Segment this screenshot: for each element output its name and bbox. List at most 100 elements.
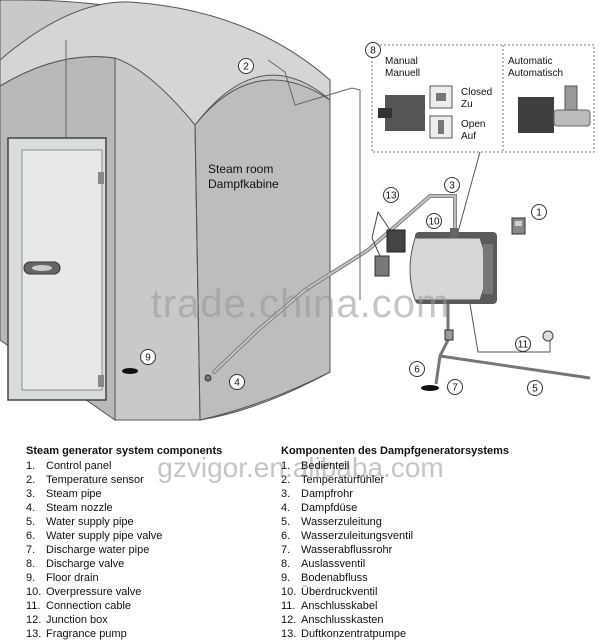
legend-german-item-number: 2. [281,474,291,486]
legend-german-item: 7.Wasserabflussrohr [281,543,581,557]
callout-3: 3 [444,177,460,193]
callout-circle [531,204,547,220]
legend-english-item: 10.Overpressure valve [26,585,276,599]
generator-grille [483,244,493,294]
legend-german-item: 4.Dampfdüse [281,501,581,515]
inset-manuell-label: Manuell [385,68,420,79]
inset-leader [457,151,481,233]
room-label-en: Steam room [208,162,273,176]
legend-english-item-label: Temperature sensor [46,474,144,486]
legend-english-item-number: 8. [26,558,36,570]
callout-number: 13 [385,191,397,202]
legend-english-item-number: 5. [26,516,36,528]
legend-german-item: 6.Wasserzuleitungsventil [281,529,581,543]
legend-german-item-label: Überdruckventil [301,586,378,598]
callout-7: 7 [447,379,463,395]
legend-german-item-label: Temperaturfühler [301,474,385,486]
legend-german-item-label: Wasserzuleitung [301,516,382,528]
legend-german-item-label: Bedienteil [301,460,350,472]
legend-german-item-number: 6. [281,530,291,542]
callout-2: 2 [238,58,254,74]
discharge-valve-body [444,329,454,341]
door-handle-grip [32,265,52,271]
control-panel-screen [515,221,522,226]
legend-german-item-number: 8. [281,558,291,570]
legend-german-item-number: 9. [281,572,291,584]
legend-english-item-number: 1. [26,460,36,472]
legend-german-item: 13. Duftkonzentratpumpe [281,627,581,641]
legend-english-item-number: 9. [26,572,36,584]
steam-nozzle [204,374,212,382]
sensor-cable [267,59,361,300]
callout-number: 8 [370,46,376,57]
callout-10: 10 [426,213,442,229]
callout-circle [383,187,399,203]
legend-german-item-number: 7. [281,544,291,556]
steam-generator-cover [409,237,487,301]
inset-zu-label: Zu [461,99,473,110]
callout-circle [527,380,543,396]
legend-german-item-number: 12. [281,614,297,626]
legend-english-item-number: 12. [26,614,42,626]
callout-circle [447,379,463,395]
legend-german-item: 5.Wasserzuleitung [281,515,581,529]
automatic-valve-top [564,85,578,111]
legend-german: Komponenten des Dampfgeneratorsystems 1.… [281,444,581,641]
legend-german-item: 10. Überdruckventil [281,585,581,599]
automatic-valve-pipe [553,109,591,127]
legend-german-item-number: 1. [281,460,291,472]
legend-english-item-label: Steam nozzle [46,502,113,514]
legend-english-item-number: 3. [26,488,36,500]
legend-german-item-label: Dampfrohr [301,488,353,500]
floor-drain-outside [421,385,439,391]
inset-automatic-label: Automatic [508,56,552,67]
callout-number: 5 [532,384,538,395]
steam-pipe-highlight [213,195,456,373]
legend-english-item: 9. Floor drain [26,571,276,585]
legend-german-item: 2. Temperaturfühler [281,473,581,487]
legend-german-item-label: Anschlusskasten [301,614,384,626]
fragrance-pump [386,229,406,253]
callout-8: 8 [365,42,381,58]
legend-german-list: 1. Bedienteil 2. Temperaturfühler 3. Dampfroh… [281,459,581,641]
legend-german-item-label: Dampfdüse [301,502,358,514]
automatic-valve-icon [518,97,554,133]
legend-english-item: 13.Fragrance pump [26,627,276,641]
legend-english-item: 5. Water supply pipe [26,515,276,529]
callout-number: 6 [414,365,420,376]
legend-english-item-label: Water supply pipe [46,516,134,528]
callout-circle [229,374,245,390]
legend-english-item-label: Discharge water pipe [46,544,150,556]
water-supply-pipe [439,354,591,380]
callout-6: 6 [409,361,425,377]
legend-german-item: 1. Bedienteil [281,459,581,473]
legend-german-item-number: 13. [281,628,297,640]
discharge-pipe [434,304,450,385]
callout-circle [426,213,442,229]
door-hinge [98,172,104,184]
callout-circle [409,361,425,377]
inset-closed-label: Closed [461,87,492,98]
legend-german-item: 3. Dampfrohr [281,487,581,501]
legend-german-item-number: 3. [281,488,291,500]
legend-english-item: 8.Discharge valve [26,557,276,571]
room-right-face [194,79,331,421]
legend-german-item: 12. Anschlusskasten [281,613,581,627]
room-edge-line [194,124,201,421]
callout-circle [365,42,381,58]
legend-german-item: 9.Bodenabfluss [281,571,581,585]
legend-english-item-label: Steam pipe [46,488,102,500]
callout-number: 2 [243,62,249,73]
legend-english-item-number: 10. [26,586,42,598]
legend-english-item: 11.Connection cable [26,599,276,613]
callout-number: 10 [428,217,440,228]
callout-9: 9 [140,349,156,365]
callout-1: 1 [531,204,547,220]
legend-german-item-number: 10. [281,586,297,598]
callout-11: 11 [515,336,531,352]
legend-english-item-label: Floor drain [46,572,99,584]
legend-english-item-number: 7. [26,544,36,556]
legend-german-item-label: Duftkonzentratpumpe [301,628,407,640]
callout-circle [238,58,254,74]
